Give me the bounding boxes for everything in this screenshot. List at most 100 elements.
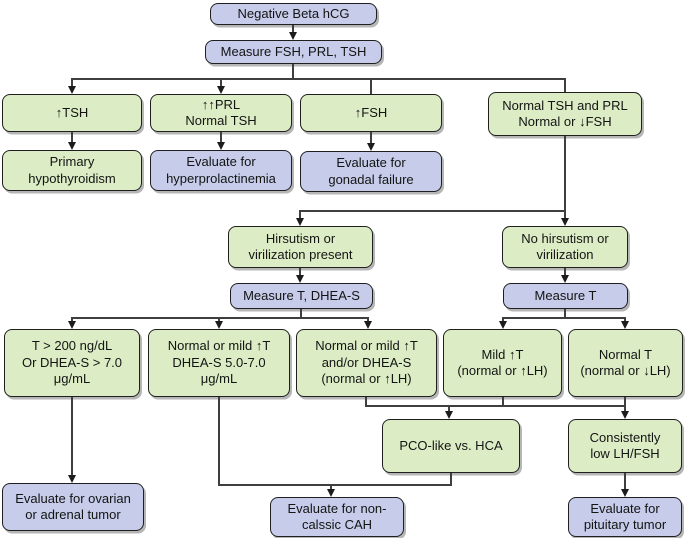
node-eval-pituitary-tumor-label: pituitary tumor <box>583 517 667 532</box>
node-mild-t-dheas-normal-lh-label: and/or DHEA-S <box>321 354 412 370</box>
arrowhead-icon <box>366 143 375 151</box>
arrowhead-icon <box>498 321 507 329</box>
node-normal-t-normal-or-low-lh-label: (normal or ↓LH) <box>580 363 671 378</box>
node-mild-t-normal-or-high-lh-label: (normal or ↑LH) <box>457 363 548 378</box>
node-measure-fsh-prl-tsh-label: Measure FSH, PRL, TSH <box>220 43 367 59</box>
connector-line <box>218 484 452 486</box>
node-eval-ovarian-adrenal-label: Evaluate for ovarian <box>15 490 131 506</box>
connector-line <box>365 397 367 407</box>
connector-line <box>292 64 294 79</box>
node-mild-t-dheas-5-7-label: μg/mL <box>200 371 238 387</box>
node-eval-gonadal-failure-label: Evaluate for <box>336 155 406 170</box>
connector-line <box>71 79 73 87</box>
node-measure-t-label: Measure T <box>534 287 597 303</box>
node-mild-t-dheas-5-7-label: Normal or mild ↑T <box>167 338 271 354</box>
node-high-prl-normal-tsh-label: ↑↑PRL <box>201 96 241 112</box>
node-eval-nonclassic-cah-label: calssic CAH <box>301 517 373 532</box>
node-mild-t-dheas-normal-lh-label: Normal or mild ↑T <box>315 338 418 354</box>
node-eval-hyperprolactinemia-label: Evaluate for <box>186 154 256 169</box>
node-pco-like-vs-hca: PCO-like vs. HCA <box>382 419 520 473</box>
node-eval-ovarian-adrenal-label: or adrenal tumor <box>25 507 121 522</box>
arrowhead-icon <box>444 411 453 419</box>
arrowhead-icon <box>560 218 569 226</box>
connector-line <box>370 79 372 94</box>
node-eval-pituitary-tumor-label: Evaluate for <box>590 500 660 516</box>
connector-line <box>218 397 220 486</box>
node-t-over-200-label: μg/mL <box>53 371 91 387</box>
node-eval-hyperprolactinemia-label: hyperprolactinemia <box>166 170 276 186</box>
arrowhead-icon <box>295 218 304 226</box>
arrowhead-icon <box>326 489 335 497</box>
connector-line <box>218 318 220 322</box>
node-high-prl-normal-tsh-label: Normal TSH <box>185 113 257 128</box>
node-mild-t-dheas-normal-lh-label: (normal or ↑LH) <box>321 371 412 387</box>
arrowhead-icon <box>620 321 629 329</box>
node-mild-t-dheas-5-7-label: DHEA-S 5.0-7.0 <box>172 354 266 370</box>
node-mild-t-normal-or-high-lh: Mild ↑T(normal or ↑LH) <box>443 329 562 397</box>
node-measure-fsh-prl-tsh: Measure FSH, PRL, TSH <box>205 40 382 64</box>
node-mild-t-normal-or-high-lh-label: Mild ↑T <box>481 346 524 362</box>
connector-line <box>71 317 369 319</box>
connector-line <box>71 78 566 80</box>
arrowhead-icon <box>560 275 569 283</box>
arrowhead-icon <box>67 321 76 329</box>
node-eval-nonclassic-cah: Evaluate for non-calssic CAH <box>270 497 404 537</box>
connector-line <box>502 317 626 319</box>
connector-line <box>365 405 626 407</box>
connector-line <box>71 318 73 322</box>
connector-line <box>330 485 332 490</box>
node-measure-t: Measure T <box>503 283 628 309</box>
arrowhead-icon <box>214 321 223 329</box>
arrowhead-icon <box>67 475 76 483</box>
arrowhead-icon <box>216 86 225 94</box>
node-eval-nonclassic-cah-label: Evaluate for non- <box>287 500 387 516</box>
node-negative-beta-hcg: Negative Beta hCG <box>210 3 377 25</box>
node-normal-t-normal-or-low-lh: Normal T(normal or ↓LH) <box>568 329 683 397</box>
node-consistently-low-lh-fsh-label: low LH/FSH <box>590 446 660 461</box>
arrowhead-icon <box>67 86 76 94</box>
connector-line <box>450 473 452 486</box>
node-high-fsh-label: ↑FSH <box>354 104 388 120</box>
node-negative-beta-hcg-label: Negative Beta hCG <box>237 5 350 21</box>
node-normal-t-normal-or-low-lh-label: Normal T <box>598 346 653 362</box>
connector-line <box>624 397 626 412</box>
connector-line <box>299 268 301 276</box>
node-high-fsh: ↑FSH <box>300 94 442 132</box>
connector-line <box>300 309 302 318</box>
node-high-tsh-label: ↑TSH <box>55 104 89 120</box>
connector-line <box>564 268 566 276</box>
node-eval-gonadal-failure-label: gonadal failure <box>328 171 414 187</box>
node-consistently-low-lh-fsh-label: Consistently <box>589 429 661 445</box>
connector-line <box>624 473 626 490</box>
node-primary-hypothyroidism-label: hypothyroidism <box>28 170 116 186</box>
node-pco-like-vs-hca-label: PCO-like vs. HCA <box>399 437 503 453</box>
connector-line <box>299 210 566 212</box>
node-hirsutism-present-label: virilization present <box>248 247 353 262</box>
arrowhead-icon <box>295 275 304 283</box>
arrowhead-icon <box>216 142 225 150</box>
arrowhead-icon <box>363 321 372 329</box>
connector-line <box>502 318 504 322</box>
node-no-hirsutism-label: No hirsutism or <box>521 230 609 246</box>
node-normal-tsh-and-prl-label: Normal TSH and PRL <box>502 97 628 113</box>
connector-line <box>220 132 222 143</box>
node-primary-hypothyroidism-label: Primary <box>49 154 95 169</box>
connector-line <box>502 397 504 407</box>
node-high-tsh: ↑TSH <box>2 94 142 132</box>
connector-line <box>220 79 222 87</box>
node-t-over-200-label: T > 200 ng/dL <box>31 338 113 354</box>
node-no-hirsutism-label: virilization <box>536 247 594 262</box>
node-t-over-200-label: Or DHEA-S > 7.0 <box>21 354 123 370</box>
node-measure-t-dheas: Measure T, DHEA-S <box>230 283 373 309</box>
